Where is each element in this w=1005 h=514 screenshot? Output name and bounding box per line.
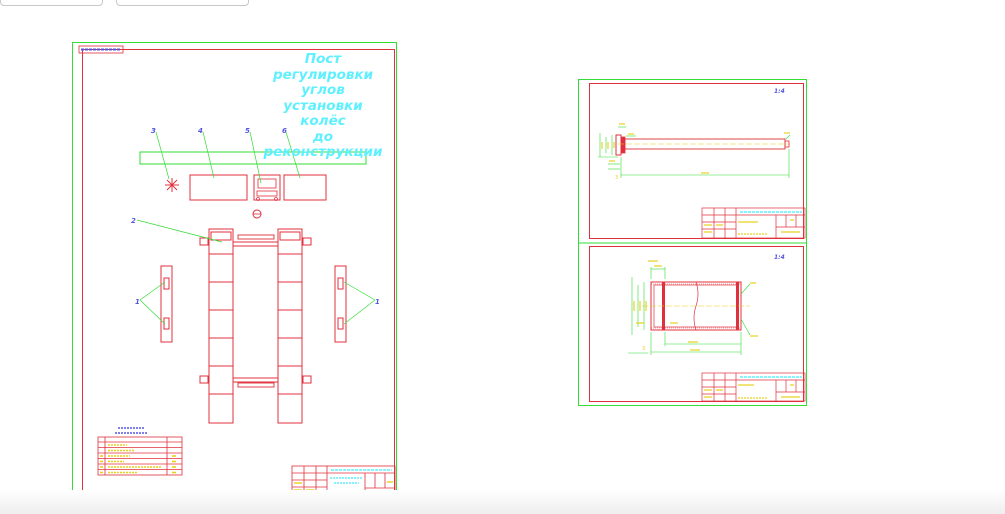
callout-3: 3 (151, 127, 156, 135)
part2-dimensions (628, 267, 751, 355)
target-right (334, 265, 347, 343)
lift-right (277, 228, 312, 424)
toolbar-button-left[interactable] (0, 0, 103, 6)
title-line-6: до (312, 128, 334, 145)
title-line-7: реконструкции (263, 144, 383, 160)
callout-1-right: 1 (375, 298, 380, 306)
drawing-title: Пост регулировки углов установки колёс д… (258, 51, 388, 161)
title-block-marks (330, 469, 392, 484)
part1-dim-labels (601, 123, 790, 174)
title-line-1: Пост (304, 51, 342, 67)
part2-title-block (701, 372, 806, 402)
callout-4: 4 (198, 127, 203, 135)
target-left (160, 265, 173, 343)
viewer-bottom-bar (0, 490, 1005, 514)
part2-ref: 3 (642, 346, 645, 352)
sensor-icon (165, 178, 179, 192)
parts-sheet-canvas: 1:4 (578, 79, 807, 406)
legend-header-marks (115, 427, 148, 434)
drawing-sheet-main: 3 4 5 6 2 1 1 (72, 42, 398, 500)
title-line-4: установки (283, 97, 363, 114)
callout-1: 1 (135, 298, 140, 306)
sleeve-drawing (642, 281, 750, 331)
part2-dim-labels (633, 260, 758, 351)
cabinet-6 (283, 174, 327, 201)
part1-title-block (701, 207, 806, 239)
callout-2: 2 (131, 217, 136, 225)
part1-dimensions (598, 126, 791, 178)
shaft-drawing (615, 134, 790, 156)
callout-numbers: 3 4 5 6 2 1 1 (131, 127, 380, 306)
computer-5 (253, 174, 281, 201)
title-line-2: регулировки (272, 66, 374, 83)
part2-scale: 1:4 (774, 254, 785, 261)
legend-table (97, 436, 183, 476)
cabinet-4 (189, 174, 248, 201)
callout-5: 5 (245, 127, 250, 135)
lift-left (199, 228, 234, 424)
title-line-3: углов (301, 82, 345, 98)
title-line-5: колёс (300, 113, 346, 129)
leader-lines (136, 131, 376, 325)
main-sheet-canvas: 3 4 5 6 2 1 1 (72, 42, 397, 499)
part1-frame (589, 83, 804, 239)
title-block (291, 465, 396, 496)
beam (139, 151, 367, 165)
legend-row-marks (100, 444, 176, 474)
toolbar-button-right[interactable] (116, 0, 249, 6)
part1-ref: 3 (615, 175, 618, 181)
corner-stamp (78, 45, 124, 54)
part2-frame (589, 246, 804, 402)
part1-scale: 1:4 (774, 88, 785, 95)
drawing-sheet-parts: 1:4 (578, 79, 808, 407)
callout-6: 6 (282, 127, 287, 135)
